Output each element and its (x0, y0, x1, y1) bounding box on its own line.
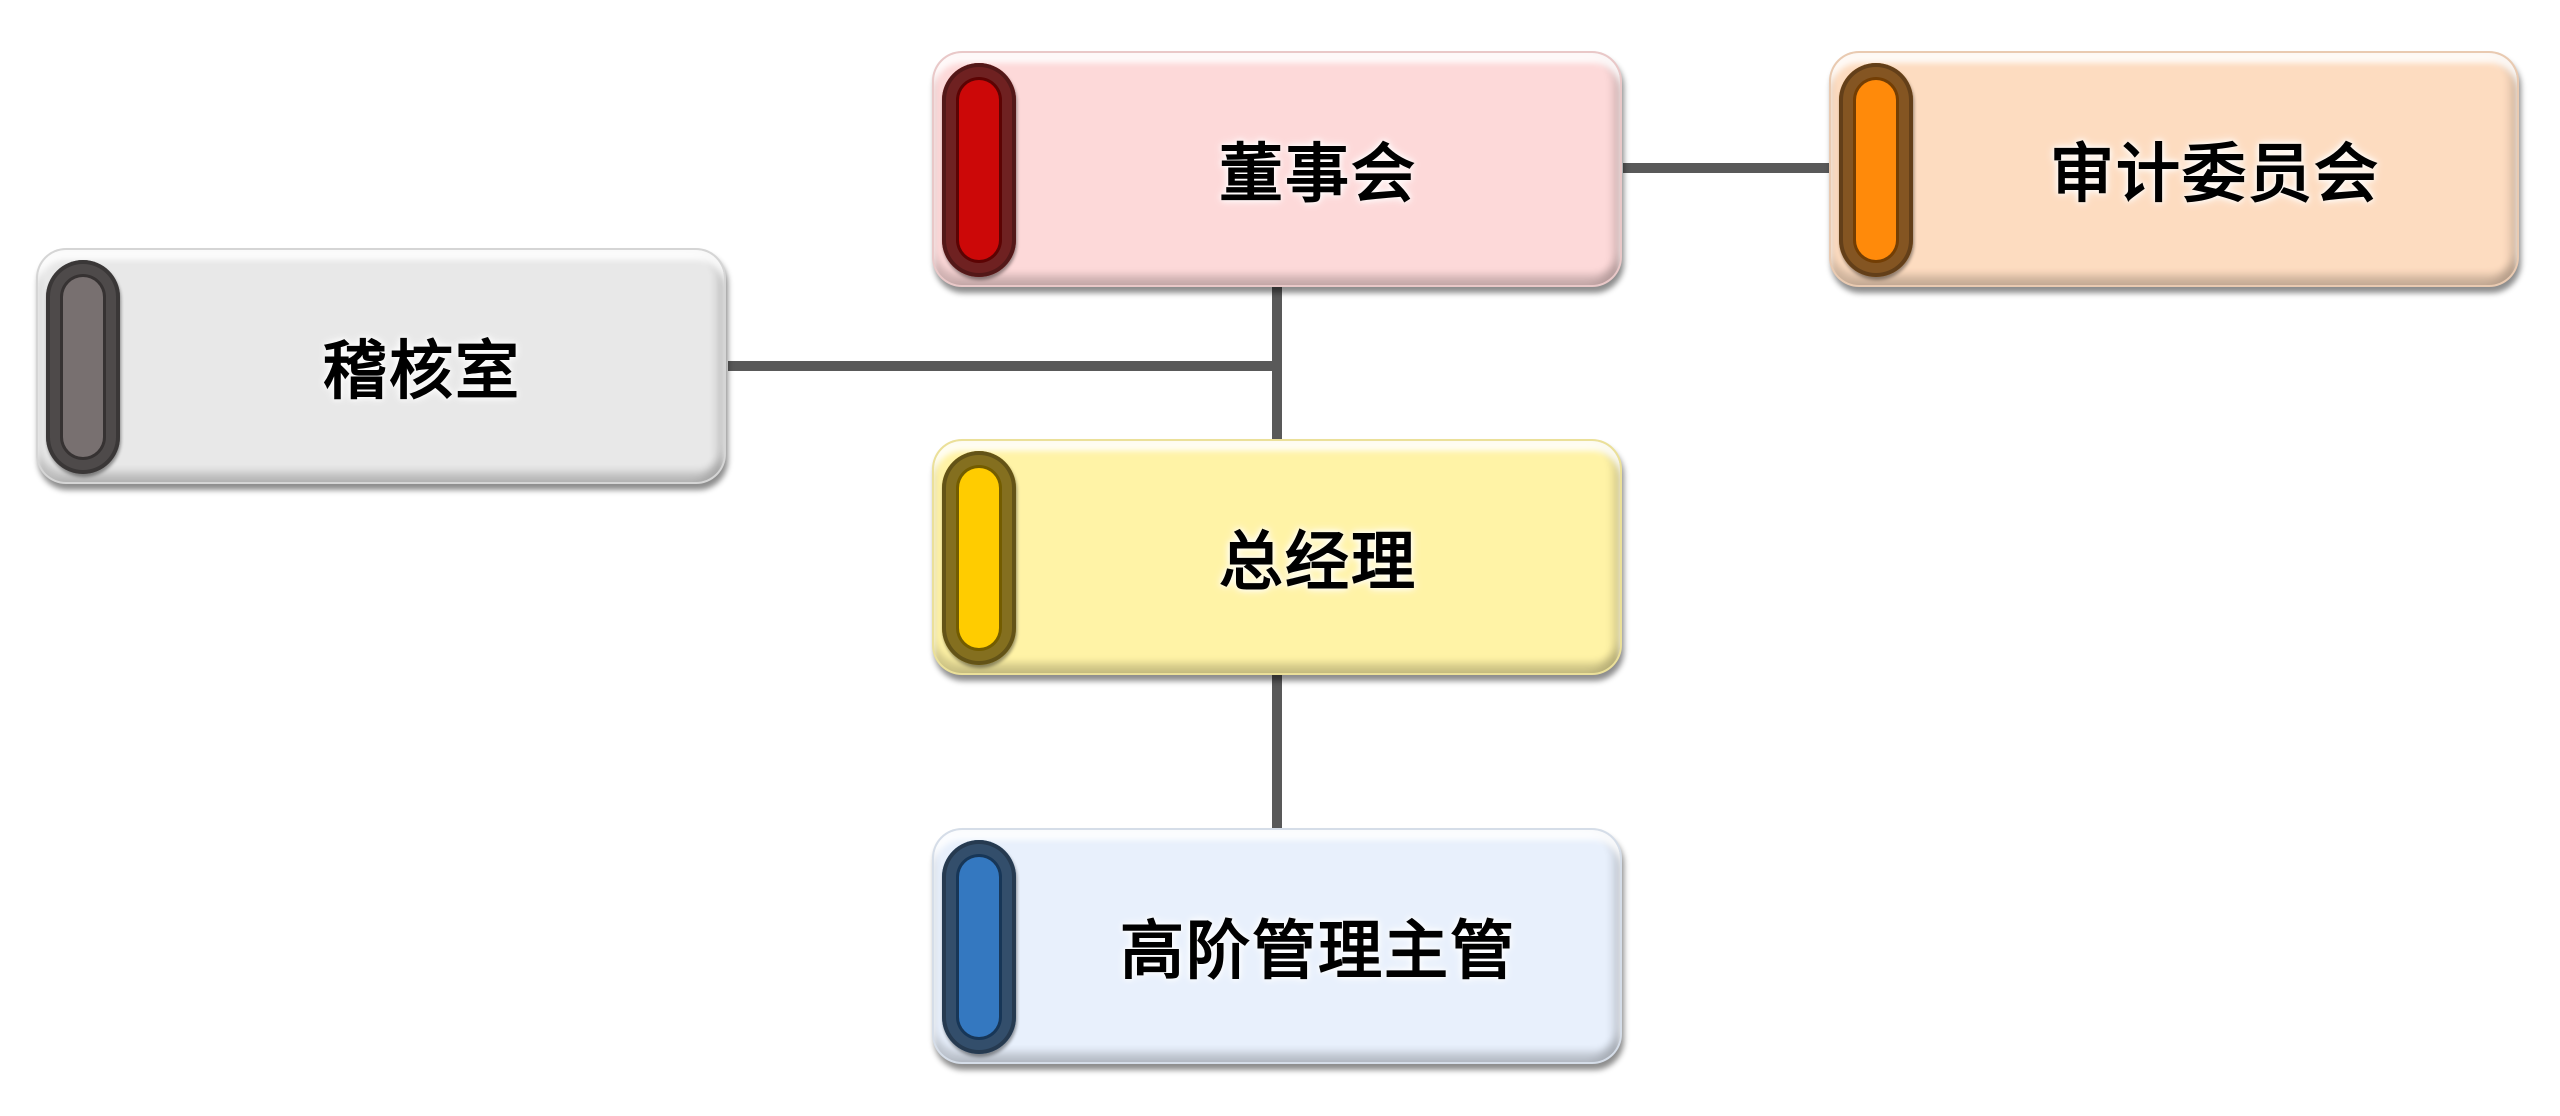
connector-internal-audit (728, 361, 1277, 371)
orange-pill-icon (1839, 63, 1913, 277)
blue-pill-icon (942, 840, 1016, 1054)
node-senior-management[interactable]: 高阶管理主管 (932, 828, 1622, 1064)
red-pill-icon (942, 63, 1016, 277)
connector-gm-senior (1272, 674, 1282, 828)
node-label: 稽核室 (323, 335, 521, 409)
node-audit-committee[interactable]: 审计委员会 (1829, 51, 2519, 287)
node-general-manager[interactable]: 总经理 (932, 439, 1622, 675)
yellow-pill-icon (942, 451, 1016, 665)
connector-board-audit-committee (1623, 163, 1829, 173)
node-label: 董事会 (1219, 138, 1417, 212)
node-label: 总经理 (1219, 526, 1417, 600)
node-internal-audit[interactable]: 稽核室 (36, 248, 726, 484)
node-label: 高阶管理主管 (1120, 915, 1516, 989)
node-board[interactable]: 董事会 (932, 51, 1622, 287)
gray-pill-icon (46, 260, 120, 474)
connector-board-gm (1272, 287, 1282, 439)
node-label: 审计委员会 (2050, 138, 2380, 212)
